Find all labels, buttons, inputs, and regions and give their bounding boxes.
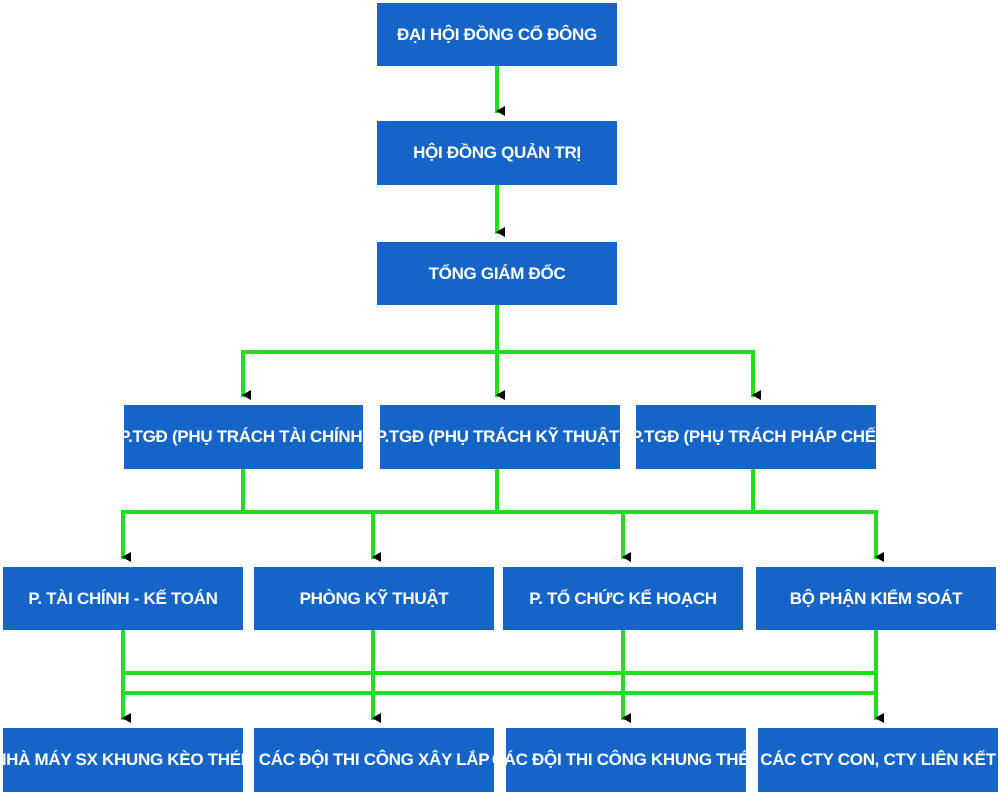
node-cty-con-lien-ket: CÁC CTY CON, CTY LIÊN KẾT bbox=[758, 728, 998, 792]
node-label: BỘ PHẬN KIỂM SOÁT bbox=[789, 588, 963, 608]
node-label: CÁC CTY CON, CTY LIÊN KẾT bbox=[760, 750, 996, 769]
node-label: NHÀ MÁY SX KHUNG KÈO THÉP bbox=[0, 750, 252, 769]
node-dai-hoi-dong-co-dong: ĐẠI HỘI ĐỒNG CỔ ĐÔNG bbox=[377, 3, 617, 66]
node-phong-ky-thuat: PHÒNG KỸ THUẬT bbox=[254, 567, 494, 630]
node-label: ĐẠI HỘI ĐỒNG CỔ ĐÔNG bbox=[397, 24, 597, 44]
node-label: HỘI ĐỒNG QUẢN TRỊ bbox=[413, 143, 581, 162]
node-label: PHÒNG KỸ THUẬT bbox=[299, 588, 449, 608]
node-p-to-chuc-ke-hoach: P. TỔ CHỨC KẾ HOẠCH bbox=[503, 567, 743, 630]
node-label: CÁC ĐỘI THI CÔNG XÂY LẮP bbox=[258, 750, 490, 769]
node-ptgd-tai-chinh: P.TGĐ (PHỤ TRÁCH TÀI CHÍNH) bbox=[119, 405, 368, 469]
node-doi-thi-cong-khung-thep: CÁC ĐỘI THI CÔNG KHUNG THÉP bbox=[492, 728, 761, 792]
node-label: P. TỔ CHỨC KẾ HOẠCH bbox=[529, 588, 717, 608]
node-doi-thi-cong-xay-lap: CÁC ĐỘI THI CÔNG XÂY LẮP bbox=[254, 728, 494, 792]
node-label: P.TGĐ (PHỤ TRÁCH TÀI CHÍNH) bbox=[119, 427, 368, 446]
node-p-tai-chinh-ke-toan: P. TÀI CHÍNH - KẾ TOÁN bbox=[3, 567, 243, 630]
node-label: TỔNG GIÁM ĐỐC bbox=[428, 263, 566, 283]
node-label: CÁC ĐỘI THI CÔNG KHUNG THÉP bbox=[491, 750, 761, 769]
node-hoi-dong-quan-tri: HỘI ĐỒNG QUẢN TRỊ bbox=[377, 121, 617, 185]
node-ptgd-phap-che: P.TGĐ (PHỤ TRÁCH PHÁP CHẾ) bbox=[631, 405, 881, 469]
node-label: P.TGĐ (PHỤ TRÁCH KỸ THUẬT) bbox=[375, 427, 625, 446]
node-ptgd-ky-thuat: P.TGĐ (PHỤ TRÁCH KỸ THUẬT) bbox=[376, 405, 625, 469]
node-label: P. TÀI CHÍNH - KẾ TOÁN bbox=[28, 588, 218, 608]
node-bo-phan-kiem-soat: BỘ PHẬN KIỂM SOÁT bbox=[756, 567, 996, 630]
node-label: P.TGĐ (PHỤ TRÁCH PHÁP CHẾ) bbox=[630, 427, 882, 446]
node-nha-may-sx: NHÀ MÁY SX KHUNG KÈO THÉP bbox=[0, 728, 252, 792]
node-tong-giam-doc: TỔNG GIÁM ĐỐC bbox=[377, 242, 617, 305]
